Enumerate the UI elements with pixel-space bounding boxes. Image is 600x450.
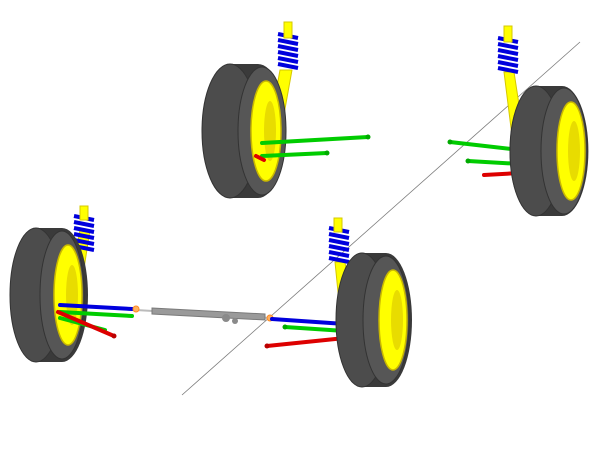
strut-top-front-left <box>79 205 89 221</box>
upper-arm-front-left <box>58 303 134 311</box>
tie-rod-front-right <box>265 336 347 348</box>
tie-rod-rear-left <box>254 154 266 162</box>
corner-front-left <box>9 205 134 363</box>
lower-arm-front-left-a <box>58 310 134 318</box>
spring-rear-left <box>277 32 299 70</box>
wheel-front-left <box>9 227 88 363</box>
lower-arm-front-right <box>283 325 347 333</box>
strut-top-rear-left <box>283 21 293 39</box>
spring-rear-right <box>497 36 519 74</box>
spring-front-right <box>328 226 350 264</box>
strut-top-front-right <box>333 217 343 233</box>
rack-joint-left <box>132 305 140 313</box>
lower-arm-rear-left-b <box>260 151 329 158</box>
wheel-rear-left <box>201 63 287 199</box>
wheel-rear-right <box>509 85 589 217</box>
tie-rod-front-left <box>56 310 116 338</box>
lower-arm-rear-right-a <box>448 140 522 152</box>
wheel-front-right <box>335 252 412 388</box>
upper-arm-front-right <box>270 317 347 326</box>
strut-top-rear-right <box>503 25 513 43</box>
corner-rear-right <box>447 25 589 217</box>
corner-rear-left <box>201 21 371 199</box>
steering-rack <box>132 305 274 324</box>
corner-front-right <box>264 217 412 388</box>
lower-arm-rear-left-a <box>260 135 370 145</box>
